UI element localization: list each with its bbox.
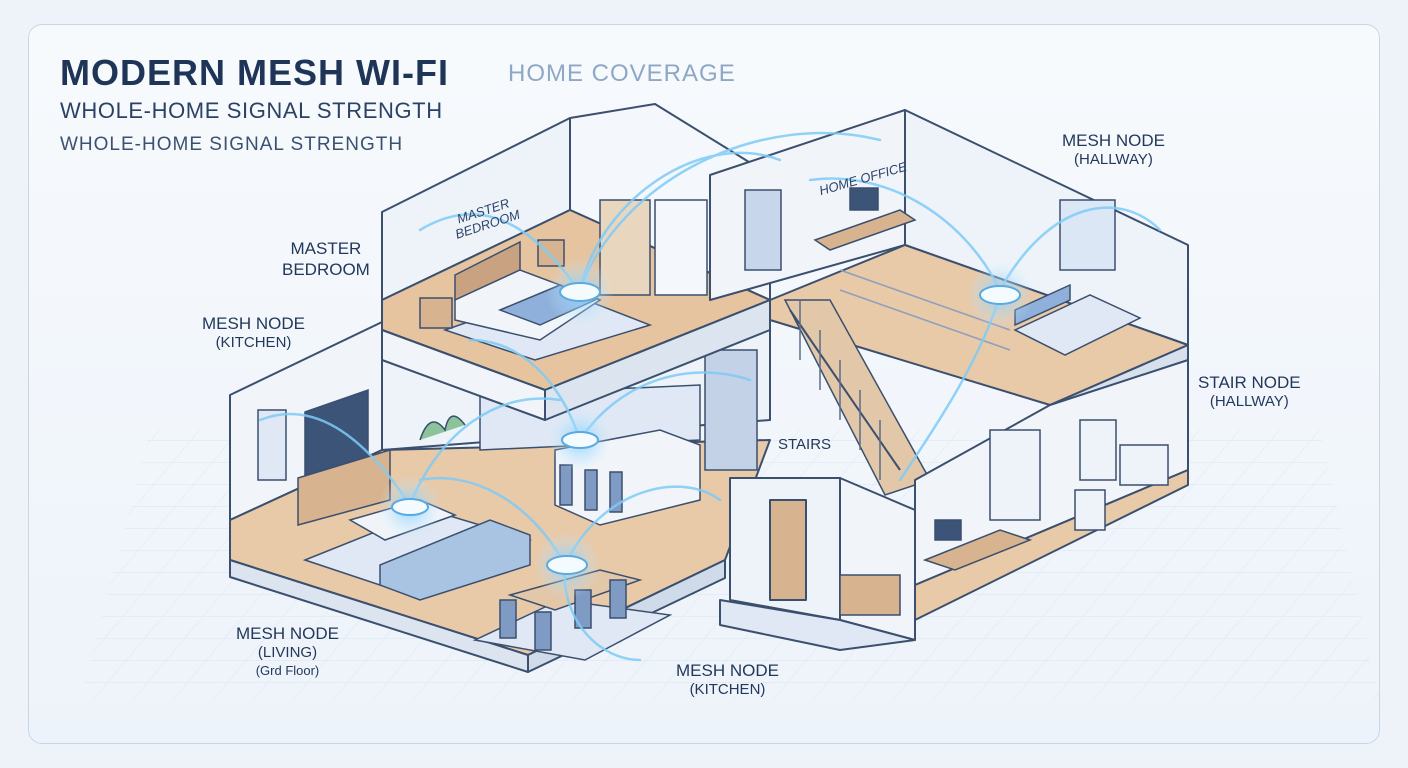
ground-right-furniture <box>839 419 1169 616</box>
label-mesh-node-kitchen-left: MESH NODE (KITCHEN) <box>202 314 305 352</box>
mesh-router-icon <box>378 258 1034 599</box>
label-mesh-node-living: MESH NODE (LIVING) (Grd Floor) <box>236 624 339 678</box>
ground-floor-right <box>719 359 1189 651</box>
staircase <box>783 299 932 496</box>
label-stair-node: STAIR NODE (HALLWAY) <box>1198 373 1301 411</box>
page-subtitle-1: WHOLE-HOME SIGNAL STRENGTH <box>60 98 443 123</box>
page-subtitle-2: WHOLE-HOME SIGNAL STRENGTH <box>60 134 404 155</box>
page-title-accent: HOME COVERAGE <box>508 60 736 87</box>
label-mesh-node-hallway: MESH NODE (HALLWAY) <box>1062 131 1165 169</box>
master-bedroom-furniture <box>419 199 708 361</box>
page-title: MODERN MESH WI-FI <box>60 52 449 93</box>
label-stairs: STAIRS <box>778 436 832 453</box>
label-master-bedroom: MASTER BEDROOM <box>282 239 370 280</box>
label-mesh-node-kitchen-bottom: MESH NODE (KITCHEN) <box>676 661 779 699</box>
